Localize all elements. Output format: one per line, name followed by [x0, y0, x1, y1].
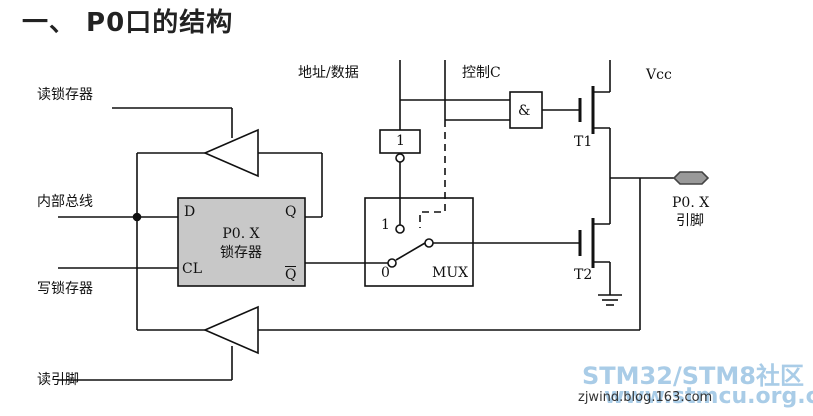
- and-gate-label: &: [518, 103, 531, 119]
- watermark-url: www.stmcu.org.cn: [604, 384, 813, 409]
- internal-bus-label: 内部总线: [37, 194, 93, 210]
- read-latch-label: 读锁存器: [37, 87, 93, 103]
- mux-box: [364, 197, 474, 287]
- not-gate-label: 1: [396, 133, 405, 149]
- t1-label: T1: [574, 134, 593, 150]
- latch-d-label: D: [184, 204, 196, 220]
- read-pin-label: 读引脚: [37, 372, 79, 388]
- pin-label-line2: 引脚: [676, 213, 704, 229]
- mux-label: MUX: [432, 265, 469, 281]
- mux-input-1-label: 1: [381, 217, 390, 233]
- t2-label: T2: [574, 267, 593, 283]
- address-data-label: 地址/数据: [298, 65, 359, 81]
- pin-connector: [672, 171, 710, 185]
- not-gate: [379, 129, 421, 154]
- latch-title-line2: 锁存器: [220, 245, 262, 261]
- mux-input-0-label: 0: [381, 265, 390, 281]
- latch-qbar-label: Q: [285, 266, 297, 283]
- latch-title-line1: P0. X: [222, 226, 260, 242]
- control-label: 控制C: [462, 65, 501, 81]
- write-latch-label: 写锁存器: [37, 281, 93, 297]
- latch-cl-label: CL: [182, 261, 203, 277]
- watermark-site-name: STM32/STM8社区: [582, 362, 804, 390]
- latch-q-label: Q: [285, 204, 297, 220]
- page-title: 一、 P0口的结构: [22, 8, 234, 38]
- pin-label-line1: P0. X: [672, 195, 710, 211]
- vcc-label: Vcc: [646, 67, 672, 83]
- source-credit: zjwind.blog.163.com: [578, 390, 713, 405]
- p0-latch-box: [177, 197, 306, 287]
